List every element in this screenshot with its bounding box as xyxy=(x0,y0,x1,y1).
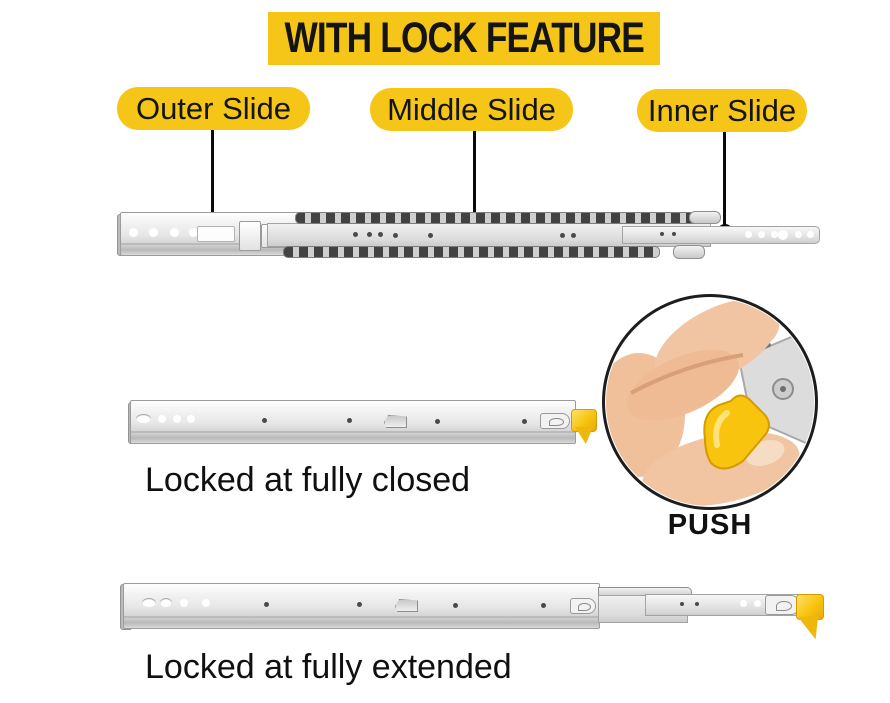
mounting-holes xyxy=(158,415,166,423)
inner-member-holes xyxy=(740,600,747,607)
release-lever-cutout xyxy=(395,599,418,612)
inner-member-large-hole xyxy=(778,230,788,240)
ball-bearing-strip-top xyxy=(295,212,709,224)
caption-locked-closed: Locked at fully closed xyxy=(145,461,471,499)
pointer-line-outer xyxy=(211,130,214,216)
pointer-line-middle xyxy=(473,131,476,214)
mounting-slot-hole xyxy=(160,598,172,607)
callout-middle-slide: Middle Slide xyxy=(370,88,573,131)
slide-locked-closed xyxy=(128,398,598,450)
brand-label xyxy=(197,226,235,242)
slide-top-extended xyxy=(117,206,820,262)
mounting-holes xyxy=(129,228,138,237)
rivets xyxy=(680,602,684,606)
pointer-line-inner xyxy=(723,132,726,226)
callout-inner-slide: Inner Slide xyxy=(637,89,807,132)
page-title: WITH LOCK FEATURE xyxy=(284,14,644,62)
callout-middle-label: Middle Slide xyxy=(387,91,556,127)
push-inset-circle xyxy=(602,294,818,510)
callout-outer-label: Outer Slide xyxy=(135,90,292,126)
release-lever-cutout xyxy=(384,415,407,428)
callout-inner-label: Inner Slide xyxy=(647,92,797,128)
lock-hook-detail xyxy=(570,598,596,614)
inner-member-holes xyxy=(745,231,752,238)
lock-mechanism-housing xyxy=(239,221,261,251)
rivets xyxy=(660,232,664,236)
caption-locked-extended: Locked at fully extended xyxy=(145,648,512,686)
yellow-lock-tab xyxy=(796,594,824,620)
yellow-lock-tab-tip xyxy=(575,427,593,444)
mounting-slot-hole xyxy=(136,414,151,423)
rivets xyxy=(262,418,267,423)
closed-slide-body xyxy=(130,400,576,444)
callout-outer-slide: Outer Slide xyxy=(117,87,310,130)
ball-bearing-strip-bottom xyxy=(283,246,660,258)
mounting-holes xyxy=(180,599,188,607)
inner-member xyxy=(622,226,820,244)
outer-member xyxy=(123,583,600,629)
slide-locked-extended xyxy=(120,578,825,648)
lock-latch-detail xyxy=(540,413,570,429)
lock-latch-detail xyxy=(765,595,799,615)
rivets xyxy=(353,232,358,237)
title-banner: WITH LOCK FEATURE xyxy=(268,12,660,65)
push-label: PUSH xyxy=(667,509,753,541)
hand-push-icon xyxy=(606,299,814,506)
mounting-slot-hole xyxy=(142,598,156,607)
rivets xyxy=(264,602,269,607)
bearing-end-cap-bottom xyxy=(673,245,705,259)
bearing-end-cap-top xyxy=(689,211,721,224)
